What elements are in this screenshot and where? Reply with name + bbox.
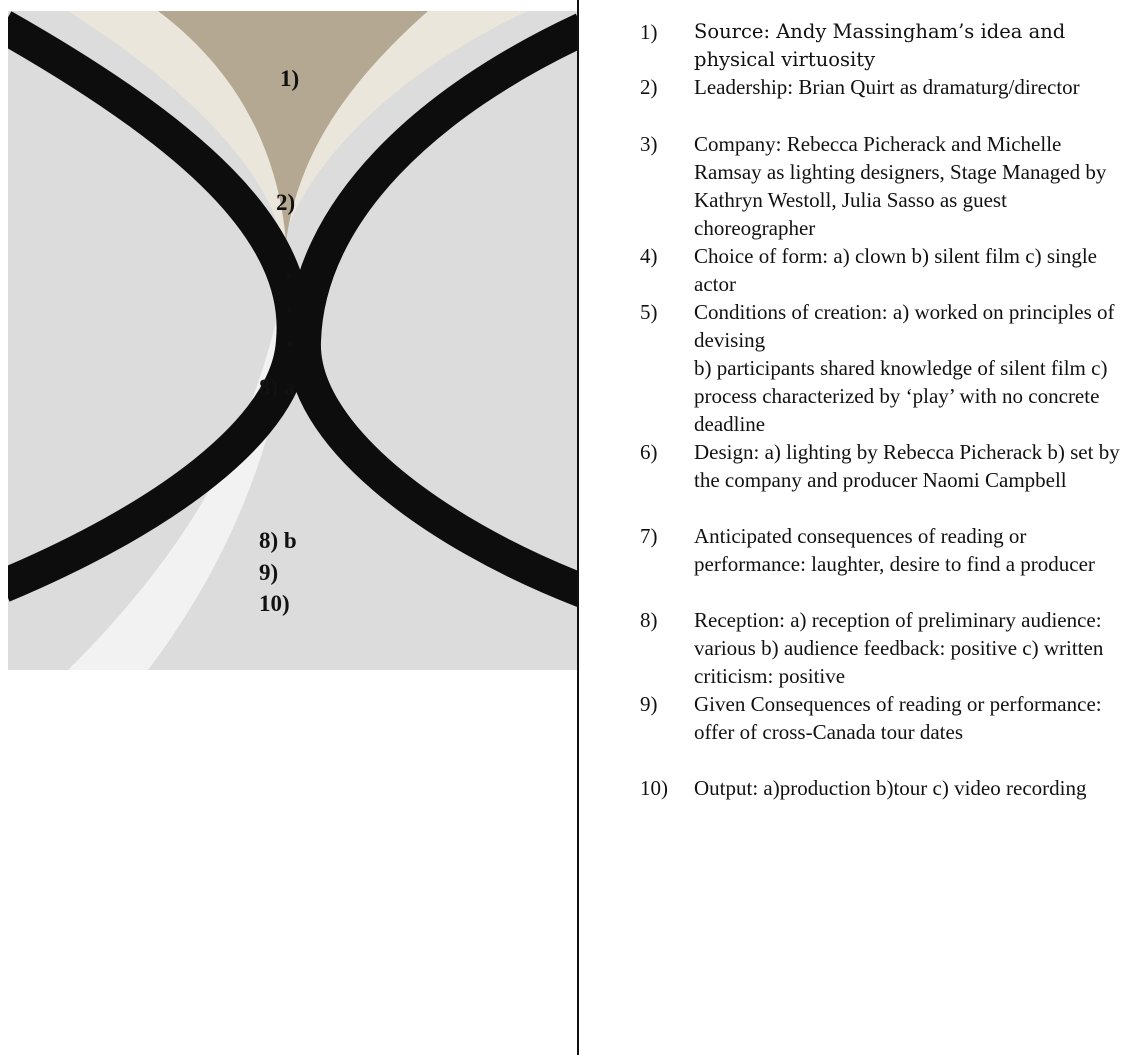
list-item: 8) Reception: a) reception of preliminar… <box>640 606 1130 690</box>
upper-tan-region <box>158 11 428 241</box>
item-text: Choice of form: a) clown b) silent film … <box>694 244 1097 296</box>
figure-label-8a: 8) a <box>259 375 296 400</box>
item-text: Output: a)production b)tour c) video rec… <box>694 776 1087 800</box>
list-item: 10) Output: a)production b)tour c) video… <box>640 774 1130 802</box>
item-number: 9) <box>640 692 658 716</box>
list-item-continuation: b) participants shared knowledge of sile… <box>640 354 1130 438</box>
figure-label-8b: 8) b <box>259 528 297 553</box>
list-item: 2) Leadership: Brian Quirt as dramaturg/… <box>640 73 1130 101</box>
item-text: Given Consequences of reading or perform… <box>694 692 1102 744</box>
list-item: 1) Source: Andy Massingham’s idea and ph… <box>640 18 1130 74</box>
left-light-region <box>8 11 277 591</box>
ellipsis-dot <box>287 342 292 347</box>
item-number: 1) <box>640 20 658 44</box>
ellipsis-dot <box>287 308 292 313</box>
list-item: 6) Design: a) lighting by Rebecca Picher… <box>640 438 1130 494</box>
item-number: 2) <box>640 75 658 99</box>
item-text: Design: a) lighting by Rebecca Picherack… <box>694 440 1120 492</box>
column-divider <box>577 0 579 1055</box>
item-text: Leadership: Brian Quirt as dramaturg/dir… <box>694 75 1080 99</box>
hourglass-diagram: 1) 2) 8) a 8) b 9) 10) <box>8 11 577 670</box>
item-number: 8) <box>640 608 658 632</box>
list-item: 4) Choice of form: a) clown b) silent fi… <box>640 242 1130 298</box>
item-text: Anticipated consequences of reading or p… <box>694 524 1095 576</box>
item-number: 7) <box>640 524 658 548</box>
item-number: 5) <box>640 300 658 324</box>
ellipsis-dot <box>287 273 292 278</box>
figure-label-10: 10) <box>259 591 290 616</box>
hourglass-graphic <box>8 11 577 670</box>
item-text: Company: Rebecca Picherack and Michelle … <box>694 132 1107 240</box>
item-text: Source: Andy Massingham’s idea and physi… <box>694 20 1066 71</box>
item-number: 10) <box>640 776 668 800</box>
list-item: 3) Company: Rebecca Picherack and Michel… <box>640 130 1130 242</box>
item-text: Conditions of creation: a) worked on pri… <box>694 300 1115 352</box>
list-item: 9) Given Consequences of reading or perf… <box>640 690 1130 746</box>
figure-label-1: 1) <box>280 66 300 91</box>
figure-label-2: 2) <box>276 190 296 215</box>
item-number: 4) <box>640 244 658 268</box>
item-number: 3) <box>640 132 658 156</box>
lower-white-stripe <box>68 291 293 670</box>
item-number <box>640 354 694 438</box>
item-text: Reception: a) reception of preliminary a… <box>694 608 1104 688</box>
figure-label-9: 9) <box>259 560 279 585</box>
right-black-band <box>286 13 577 607</box>
list-item: 5) Conditions of creation: a) worked on … <box>640 298 1130 354</box>
item-number: 6) <box>640 440 658 464</box>
list-item: 7) Anticipated consequences of reading o… <box>640 522 1130 578</box>
item-text: b) participants shared knowledge of sile… <box>694 356 1108 436</box>
